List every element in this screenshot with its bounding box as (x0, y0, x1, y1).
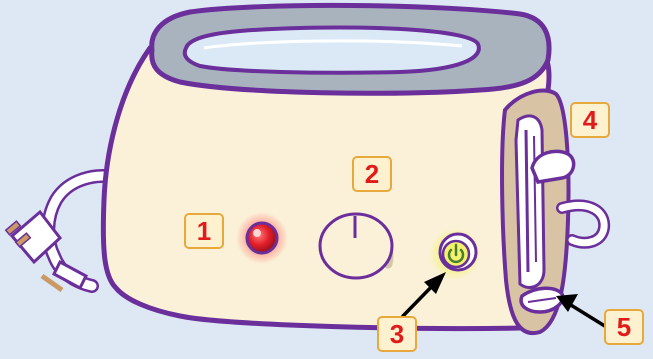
lever-icon (530, 149, 576, 184)
callout-4: 4 (570, 102, 610, 138)
callout-1: 1 (184, 213, 224, 249)
callout-2: 2 (352, 156, 392, 192)
browning-dial (318, 212, 394, 280)
arrow-to-crumb-tray (556, 294, 610, 330)
power-icon (447, 243, 465, 264)
arrow-to-power-button (401, 272, 446, 318)
plug-icon (4, 209, 63, 265)
crumb-tray-icon (519, 286, 565, 314)
toaster-body (100, 2, 552, 331)
right-cord (556, 199, 611, 249)
power-button (429, 228, 481, 280)
cord-end (40, 259, 88, 293)
indicator-light (236, 212, 288, 264)
toaster-side-panel (500, 88, 571, 336)
callout-3: 3 (377, 316, 417, 352)
callout-5: 5 (604, 309, 644, 345)
